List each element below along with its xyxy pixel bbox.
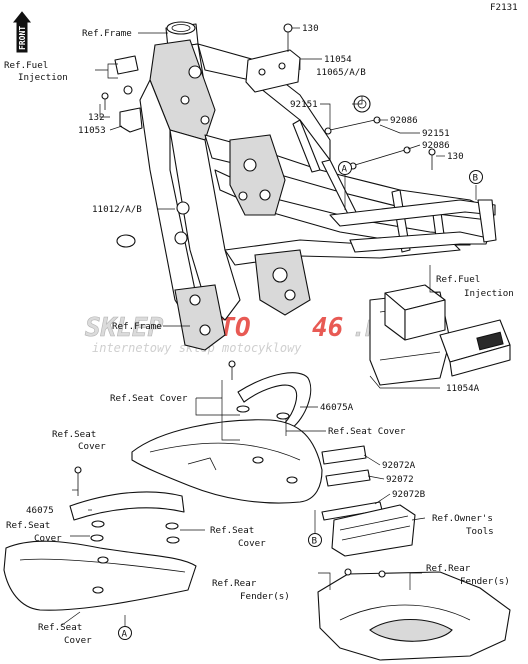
label-ref-fuel-injection-right-2: Injection [464,288,514,299]
label-part-92086-right: 92086 [422,140,450,151]
label-part-132: 132 [88,112,105,123]
label-part-130-right: 130 [447,151,464,162]
watermark-brand-left: SKLEP [85,313,164,343]
part-labels: Ref.Frame Ref.Fuel Injection 130 11054 1… [4,23,514,646]
label-part-92072b: 92072B [392,489,426,500]
front-arrow-icon: FRONT [12,11,32,53]
seat-assembly-drawing [3,360,511,661]
label-ref-seat-cover-left-2: Cover [78,441,106,452]
label-part-11053: 11053 [78,125,106,136]
label-part-92151-right: 92151 [422,128,450,139]
label-ref-seat-cover-bottom-2: Cover [64,635,92,646]
callout-a-bottom-label: A [122,629,128,640]
callout-a-top: A [338,161,352,175]
front-badge-label: FRONT [18,26,27,50]
callout-a-bottom: A [118,626,132,640]
callout-b-top: B [469,170,483,184]
main-frame-drawing [139,21,511,386]
label-part-11054a: 11054A [446,383,480,394]
callout-b-bottom: B [308,533,322,547]
label-ref-seat-cover-lower-right-1: Ref.Seat [210,525,254,536]
watermark: SKLEP MOTO 46 .PL internetowy sklep moto… [85,313,392,355]
label-ref-frame-top: Ref.Frame [82,28,132,39]
label-part-46075a: 46075A [320,402,354,413]
label-ref-seat-cover-lower-left-1: Ref.Seat [6,520,50,531]
callout-b-top-label: B [473,173,479,184]
label-ref-seat-cover-lower-right-2: Cover [238,538,266,549]
label-part-92072: 92072 [386,474,414,485]
label-ref-seat-cover-lower-left-2: Cover [34,533,62,544]
label-ref-owners-tools-2: Tools [466,526,494,537]
label-part-92086-top: 92086 [390,115,418,126]
label-ref-rear-fender-mid-2: Fender(s) [240,591,290,602]
label-ref-frame-mid: Ref.Frame [112,321,162,332]
figure-code: F2131 [490,2,518,13]
callout-a-top-label: A [342,164,348,175]
label-part-11054: 11054 [324,54,352,65]
label-part-92151-left: 92151 [290,99,318,110]
leader-lines [61,27,477,630]
label-ref-rear-fender-right-2: Fender(s) [460,576,510,587]
label-ref-fuel-injection-left-1: Ref.Fuel [4,60,48,71]
label-ref-seat-cover-bottom-1: Ref.Seat [38,622,82,633]
label-ref-fuel-injection-right-1: Ref.Fuel [436,274,480,285]
label-ref-seat-cover-left-1: Ref.Seat [52,429,96,440]
label-ref-owners-tools-1: Ref.Owner's [432,513,493,524]
label-ref-seat-cover-upper: Ref.Seat Cover [110,393,188,404]
label-ref-rear-fender-mid-1: Ref.Rear [212,578,257,589]
label-part-46075: 46075 [26,505,54,516]
watermark-brand-num: 46 [312,313,343,343]
callout-b-bottom-label: B [312,536,318,547]
label-part-11065: 11065/A/B [316,67,366,78]
label-part-11012: 11012/A/B [92,204,142,215]
label-part-92072a: 92072A [382,460,416,471]
label-part-130-top: 130 [302,23,319,34]
upper-brackets-drawing [101,23,436,248]
label-ref-fuel-injection-left-2: Injection [18,72,68,83]
label-ref-rear-fender-right-1: Ref.Rear [426,563,471,574]
label-ref-seat-cover-mid: Ref.Seat Cover [328,426,406,437]
